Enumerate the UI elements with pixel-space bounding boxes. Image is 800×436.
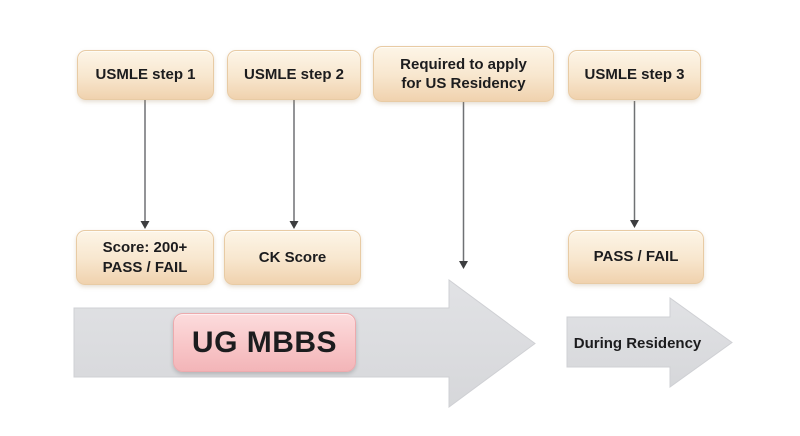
- timeline-label-residency-text: During Residency: [573, 334, 702, 352]
- connector-arrow-step1: [140, 100, 150, 229]
- connector-arrow-step2: [289, 100, 299, 229]
- connector-arrow-step3: [630, 101, 639, 228]
- node-usmle-step-2: USMLE step 2: [227, 50, 361, 100]
- node-pass-fail: PASS / FAIL: [568, 230, 704, 284]
- node-ck-score: CK Score: [224, 230, 361, 285]
- timeline-label-residency: During Residency: [560, 333, 715, 353]
- node-ck-score-label: CK Score: [258, 248, 327, 266]
- badge-ug-mbbs: UG MBBS: [173, 313, 356, 372]
- node-step1-score: Score: 200+ PASS / FAIL: [76, 230, 214, 285]
- node-required-to-apply: Required to apply for US Residency: [373, 46, 554, 102]
- node-step1-score-label: Score: 200+ PASS / FAIL: [102, 239, 188, 276]
- node-usmle-step-3-label: USMLE step 3: [584, 66, 685, 84]
- node-usmle-step-2-label: USMLE step 2: [243, 66, 345, 84]
- badge-ug-mbbs-label: UG MBBS: [191, 325, 338, 359]
- timeline-arrow-residency: [566, 297, 733, 388]
- node-usmle-step-3: USMLE step 3: [568, 50, 701, 100]
- node-usmle-step-1-label: USMLE step 1: [95, 66, 196, 84]
- node-pass-fail-label: PASS / FAIL: [593, 248, 679, 266]
- node-required-to-apply-label: Required to apply for US Residency: [400, 55, 527, 93]
- node-usmle-step-1: USMLE step 1: [77, 50, 214, 100]
- connector-arrow-apply: [459, 101, 468, 269]
